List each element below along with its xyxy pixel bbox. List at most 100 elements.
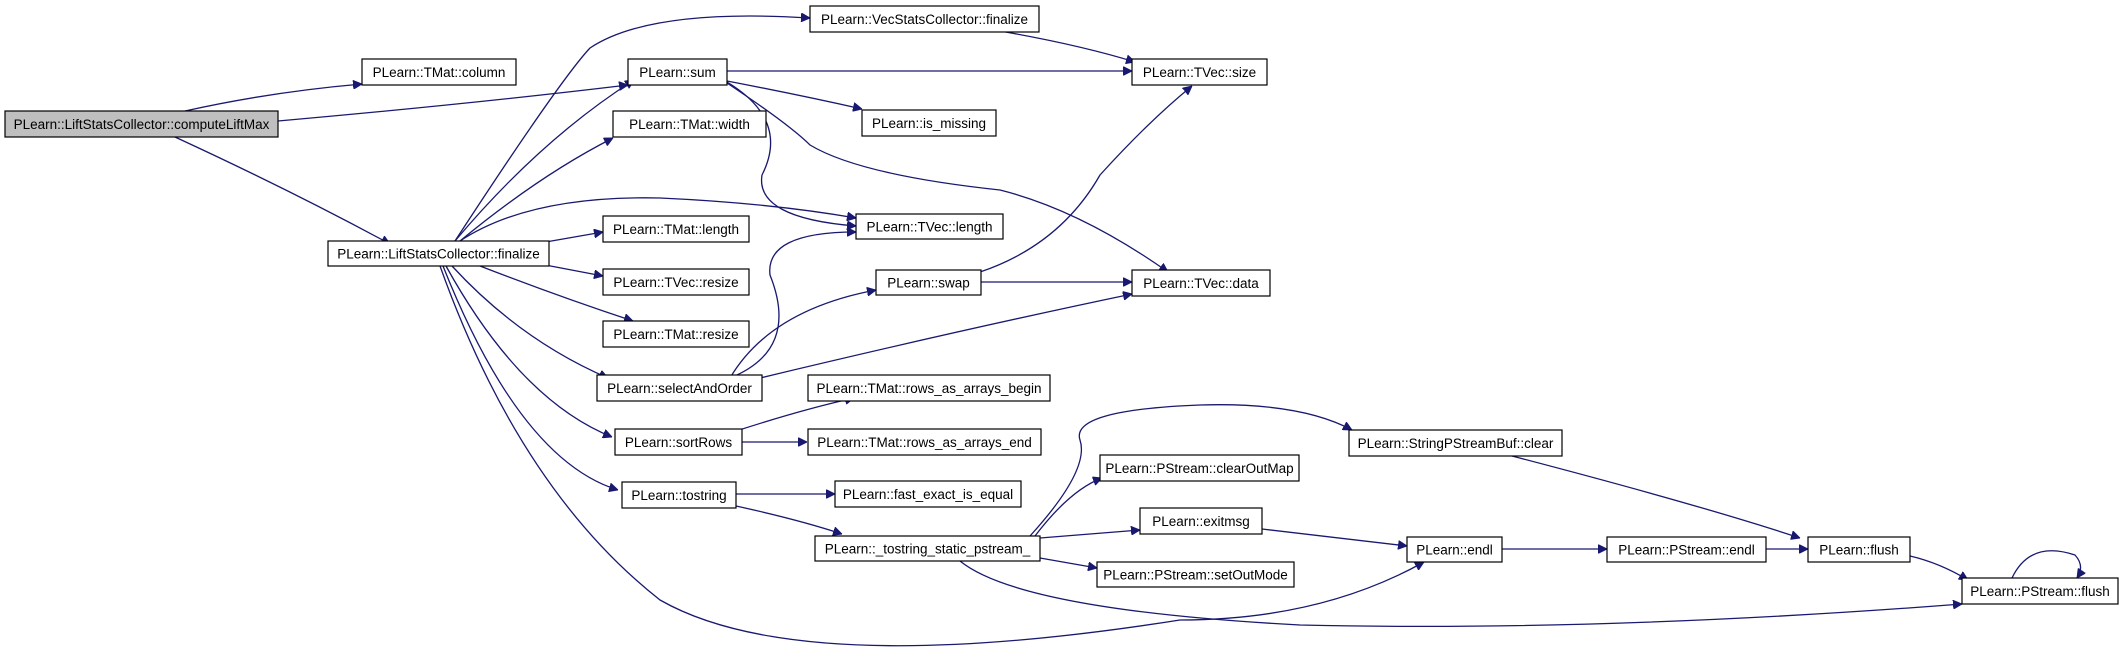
node-label: PLearn::fast_exact_is_equal xyxy=(843,487,1013,502)
node-tvec-data[interactable]: PLearn::TVec::data xyxy=(1131,269,1271,297)
node-label: PLearn::sum xyxy=(639,65,716,80)
node-tostring[interactable]: PLearn::tostring xyxy=(621,481,737,509)
node-sortRows[interactable]: PLearn::sortRows xyxy=(614,428,743,456)
node-rows-begin[interactable]: PLearn::TMat::rows_as_arrays_begin xyxy=(807,374,1051,402)
node-label: PLearn::PStream::setOutMode xyxy=(1103,568,1288,583)
nodes-layer: PLearn::LiftStatsCollector::computeLiftM… xyxy=(4,5,2119,605)
edge-vsc_finalize-tvec_size xyxy=(999,30,1135,62)
node-box xyxy=(1131,269,1271,297)
node-spsb-clear[interactable]: PLearn::StringPStreamBuf::clear xyxy=(1348,429,1563,457)
edge-computeLiftMax-tmat_column xyxy=(184,84,362,112)
node-label: PLearn::TVec::data xyxy=(1143,276,1259,291)
edge-sum-is_missing xyxy=(726,80,862,109)
node-label: PLearn::PStream::clearOutMap xyxy=(1105,461,1293,476)
node-label: PLearn::tostring xyxy=(631,488,726,503)
edge-lsc_finalize-tvec_length xyxy=(459,197,856,242)
node-tostring-static[interactable]: PLearn::_tostring_static_pstream_ xyxy=(814,535,1041,562)
node-tvec-resize[interactable]: PLearn::TVec::resize xyxy=(602,268,750,296)
node-clearOutMap[interactable]: PLearn::PStream::clearOutMap xyxy=(1099,454,1300,482)
edge-tostring_static-spsb_clear xyxy=(1029,404,1352,537)
edge-tostring-tostring_static xyxy=(735,505,842,534)
node-tmat-width[interactable]: PLearn::TMat::width xyxy=(612,110,767,138)
node-box xyxy=(4,110,279,138)
edge-sum-tvec_data xyxy=(726,82,1168,272)
node-label: PLearn::exitmsg xyxy=(1152,514,1250,529)
edge-flush-pstream_flush xyxy=(1909,555,1968,581)
edge-lsc_finalize-tmat_resize xyxy=(479,265,633,321)
node-label: PLearn::TMat::rows_as_arrays_end xyxy=(817,435,1032,450)
node-label: PLearn::_tostring_static_pstream_ xyxy=(825,542,1031,557)
node-swap[interactable]: PLearn::swap xyxy=(875,269,982,296)
node-box xyxy=(807,428,1042,456)
node-box xyxy=(1348,429,1563,457)
node-tvec-size[interactable]: PLearn::TVec::size xyxy=(1131,58,1268,86)
node-tvec-length[interactable]: PLearn::TVec::length xyxy=(855,213,1004,240)
node-pstream-flush[interactable]: PLearn::PStream::flush xyxy=(1961,577,2119,605)
node-box xyxy=(855,213,1004,240)
node-box xyxy=(1807,536,1911,563)
node-box xyxy=(627,58,728,86)
node-sum[interactable]: PLearn::sum xyxy=(627,58,728,86)
edge-tostring_static-exitmsg xyxy=(1039,530,1140,539)
node-label: PLearn::TVec::length xyxy=(866,220,992,235)
node-label: PLearn::LiftStatsCollector::finalize xyxy=(337,247,540,262)
node-tmat-length[interactable]: PLearn::TMat::length xyxy=(602,215,750,243)
node-box xyxy=(1139,507,1263,535)
edge-tostring_static-pstream_flush xyxy=(959,560,1962,628)
node-box xyxy=(602,320,750,348)
edge-selectAndOrder-swap xyxy=(729,290,876,379)
node-exitmsg[interactable]: PLearn::exitmsg xyxy=(1139,507,1263,535)
node-box xyxy=(1099,454,1300,482)
node-box xyxy=(875,269,982,296)
node-lsc-finalize[interactable]: PLearn::LiftStatsCollector::finalize xyxy=(327,240,550,267)
node-box xyxy=(327,240,550,267)
node-box xyxy=(602,268,750,296)
node-vsc-finalize[interactable]: PLearn::VecStatsCollector::finalize xyxy=(809,5,1040,33)
edge-lsc_finalize-endl xyxy=(439,265,1424,647)
edge-sum-tvec_length xyxy=(726,81,856,226)
node-selectAndOrder[interactable]: PLearn::selectAndOrder xyxy=(596,374,763,402)
edge-lsc_finalize-vsc_finalize xyxy=(454,16,810,242)
node-box xyxy=(814,535,1041,562)
node-box xyxy=(621,481,737,509)
node-setOutMode[interactable]: PLearn::PStream::setOutMode xyxy=(1096,561,1295,588)
node-box xyxy=(602,215,750,243)
node-label: PLearn::TMat::width xyxy=(629,117,750,132)
edge-spsb_clear-flush xyxy=(1511,455,1800,538)
node-label: PLearn::PStream::flush xyxy=(1970,584,2110,599)
edges-layer xyxy=(174,16,2081,647)
node-is-missing[interactable]: PLearn::is_missing xyxy=(861,109,997,137)
node-flush[interactable]: PLearn::flush xyxy=(1807,536,1911,563)
node-tmat-resize[interactable]: PLearn::TMat::resize xyxy=(602,320,750,348)
node-box xyxy=(1606,536,1767,563)
node-rows-end[interactable]: PLearn::TMat::rows_as_arrays_end xyxy=(807,428,1042,456)
edge-tostring_static-clearOutMap xyxy=(1034,478,1102,537)
node-box xyxy=(861,109,997,137)
edge-computeLiftMax-sum xyxy=(277,85,628,122)
node-label: PLearn::TMat::resize xyxy=(613,327,738,342)
node-box xyxy=(1406,536,1503,563)
edge-sortRows-rows_begin xyxy=(729,398,854,434)
node-label: PLearn::TMat::length xyxy=(613,222,739,237)
edge-exitmsg-endl xyxy=(1261,528,1407,546)
edge-selectAndOrder-tvec_data xyxy=(759,294,1132,379)
node-label: PLearn::StringPStreamBuf::clear xyxy=(1358,436,1554,451)
node-label: PLearn::selectAndOrder xyxy=(607,381,752,396)
node-label: PLearn::is_missing xyxy=(872,116,986,131)
node-tmat-column[interactable]: PLearn::TMat::column xyxy=(361,58,517,86)
node-box xyxy=(614,428,743,456)
node-endl[interactable]: PLearn::endl xyxy=(1406,536,1503,563)
node-label: PLearn::TVec::resize xyxy=(613,275,738,290)
node-label: PLearn::flush xyxy=(1819,543,1899,558)
node-pstream-endl[interactable]: PLearn::PStream::endl xyxy=(1606,536,1767,563)
node-fast-exact[interactable]: PLearn::fast_exact_is_equal xyxy=(834,480,1022,508)
node-computeLiftMax[interactable]: PLearn::LiftStatsCollector::computeLiftM… xyxy=(4,110,279,138)
edge-tostring_static-setOutMode xyxy=(1039,557,1097,568)
edge-pstream_flush-self xyxy=(2011,550,2081,578)
node-box xyxy=(1131,58,1268,86)
node-box xyxy=(596,374,763,402)
node-box xyxy=(834,480,1022,508)
node-box xyxy=(809,5,1040,33)
node-box xyxy=(612,110,767,138)
